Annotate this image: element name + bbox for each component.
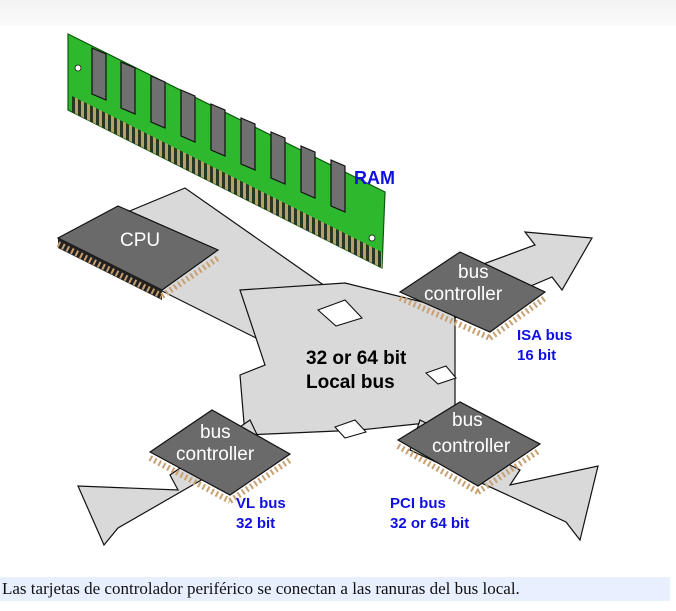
top-bar	[0, 0, 676, 26]
isa-controller-line2: controller	[424, 284, 503, 305]
isa-bus-controller-chip: bus controller	[398, 251, 547, 341]
vl-controller-line2: controller	[176, 444, 255, 465]
cpu-chip: CPU	[56, 205, 220, 300]
vl-controller-line1: bus	[200, 422, 231, 443]
pci-bus-controller-chip: bus controller	[396, 401, 542, 495]
ram-label: RAM	[354, 168, 395, 188]
vl-bus-width: 32 bit	[236, 515, 275, 532]
vl-bus-controller-chip: bus controller	[148, 409, 292, 504]
pci-controller-line1: bus	[452, 410, 483, 431]
pci-bus-width: 32 or 64 bit	[390, 515, 469, 532]
cpu-label: CPU	[120, 230, 160, 251]
isa-bus-label: ISA bus	[517, 327, 572, 344]
isa-bus-width: 16 bit	[517, 347, 556, 364]
ram-module: RAM	[67, 33, 395, 269]
pci-bus-label: PCI bus	[390, 495, 446, 512]
local-bus-diagram: RAM CPU bus controller bus controller bu…	[56, 33, 599, 547]
vl-bus-label: VL bus	[236, 495, 286, 512]
local-bus-label-line2: Local bus	[306, 372, 395, 393]
figure-caption: Las tarjetas de controlador periférico s…	[0, 577, 670, 601]
local-bus-label-line1: 32 or 64 bit	[306, 348, 407, 369]
isa-controller-line1: bus	[458, 262, 489, 283]
pci-controller-line2: controller	[432, 436, 511, 457]
